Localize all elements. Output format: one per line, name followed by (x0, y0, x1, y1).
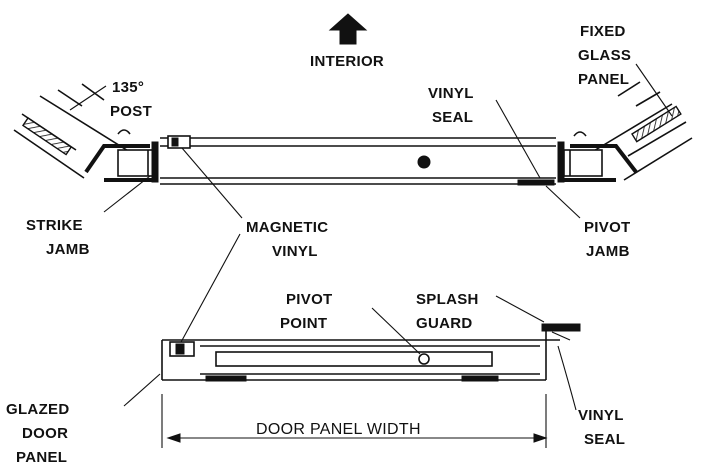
magnetic-vinyl-leader-bottom (179, 233, 241, 345)
splash-guard-label-1: SPLASH (416, 291, 479, 308)
left-post (84, 129, 159, 183)
magnetic-vinyl-leader-top (181, 147, 243, 219)
door-panel-top (160, 135, 556, 186)
pivot-point-icon (418, 353, 430, 365)
interior-arrow-icon (328, 13, 368, 45)
post-angle-label: 135° (112, 79, 144, 96)
post-label: POST (110, 103, 152, 120)
glazed-door-label-1: GLAZED (6, 401, 69, 418)
fixed-glass-label-3: PANEL (578, 71, 629, 88)
pivot-point-label-1: PIVOT (286, 291, 333, 308)
vinyl-seal-bottom-label-2: SEAL (584, 431, 625, 448)
strike-jamb-label-1: STRIKE (26, 217, 83, 234)
splash-guard-leader (495, 295, 545, 323)
magnetic-vinyl-label-1: MAGNETIC (246, 219, 328, 236)
top-plan-view: INTERIOR 135° POST VINYL SEAL FIXED GLAS… (13, 13, 693, 345)
fixed-glass-label-2: GLASS (578, 47, 631, 64)
left-glass-panel (13, 83, 131, 179)
fixed-glass-leader (635, 63, 673, 117)
post-leader (69, 85, 107, 111)
vinyl-seal-top-leader (495, 99, 541, 179)
vinyl-seal-top-label-2: SEAL (432, 109, 473, 126)
strike-jamb-leader (103, 175, 151, 213)
pivot-point-label-2: POINT (280, 315, 327, 332)
pivot-jamb-label-1: PIVOT (584, 219, 631, 236)
magnetic-vinyl-label-2: VINYL (272, 243, 318, 260)
pivot-dot-icon (417, 155, 431, 169)
glazed-door-label-2: DOOR (22, 425, 68, 442)
vinyl-seal-bottom-leader (557, 345, 577, 411)
pivot-jamb-leader (545, 185, 581, 219)
interior-label: INTERIOR (310, 53, 384, 70)
splash-guard-label-2: GUARD (416, 315, 473, 332)
right-post (557, 131, 638, 183)
strike-jamb-label-2: JAMB (46, 241, 90, 258)
glazed-door-label-3: PANEL (16, 449, 67, 465)
glazed-door-leader (123, 373, 161, 407)
fixed-glass-label-1: FIXED (580, 23, 626, 40)
pivot-point-leader (371, 307, 421, 355)
splash-guard-icon (541, 323, 581, 332)
door-panel-detail: DOOR PANEL WIDTH PIVOT POINT SPLASH GUAR… (6, 291, 625, 465)
vinyl-seal-top-label-1: VINYL (428, 85, 474, 102)
vinyl-seal-bottom-label-1: VINYL (578, 407, 624, 424)
pivot-jamb-label-2: JAMB (586, 243, 630, 260)
door-panel-width-label: DOOR PANEL WIDTH (256, 421, 421, 438)
right-glass-panel (591, 81, 693, 181)
